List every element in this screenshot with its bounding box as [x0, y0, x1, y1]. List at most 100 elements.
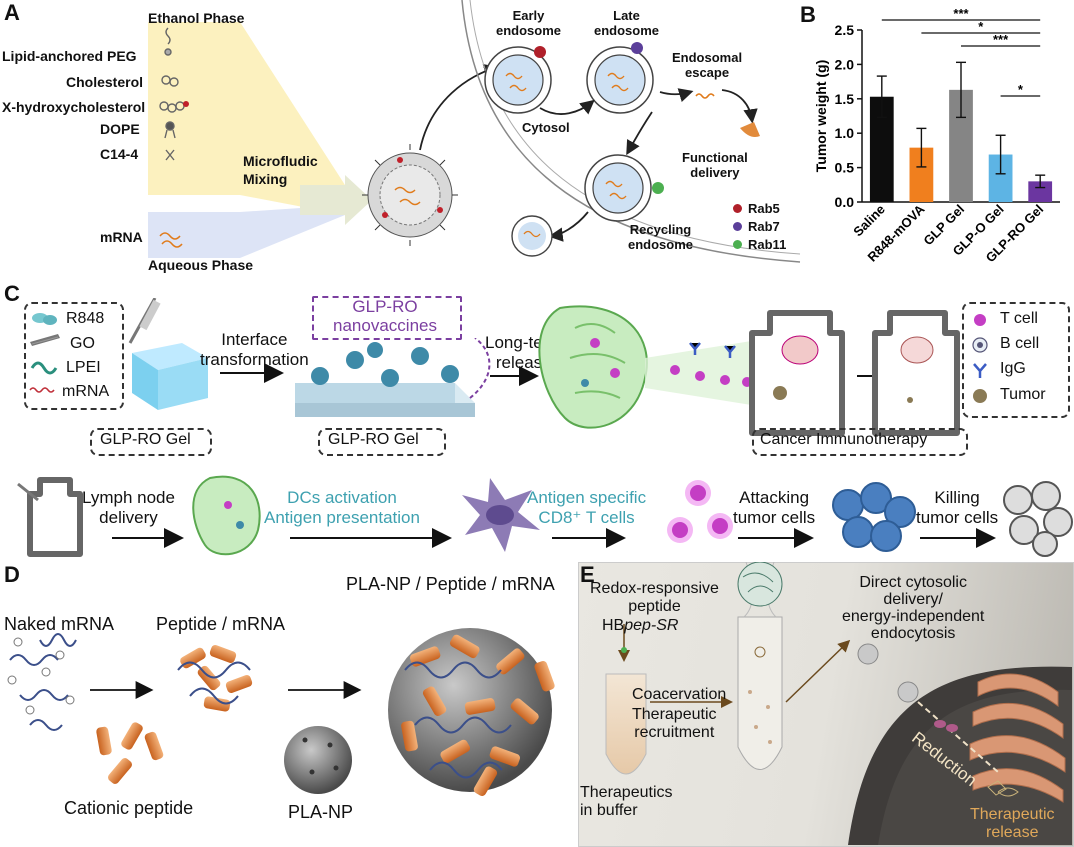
y-tick-label: 1.5 [835, 91, 855, 107]
gel-slab-art [295, 338, 491, 417]
x-tick-label: Saline [850, 202, 888, 240]
naked-mrna-label: Naked mRNA [4, 614, 115, 634]
pla-np-peptide-mrna-sphere [388, 628, 555, 797]
lymph-vessel [645, 338, 770, 408]
mixing-arrow [300, 175, 372, 225]
y-axis-label: Tumor weight (g) [813, 60, 829, 173]
component-mrna: mRNA [62, 383, 110, 400]
exocytosed-vesicle-icon [511, 215, 553, 257]
recycling-endosome-label: Recycling endosome [628, 222, 694, 252]
mouse-healthy-icon [872, 310, 960, 436]
mixing-label: Microfludic Mixing [243, 153, 318, 187]
bar-saline [869, 96, 894, 202]
endosomal-escape-label: Endosomal escape [672, 50, 743, 80]
gel-label-box-2 [318, 428, 446, 456]
significance-label: * [978, 19, 984, 34]
peptide-mrna-label: Peptide / mRNA [156, 614, 286, 634]
rab5-dot [733, 204, 742, 213]
rab11-dot [733, 240, 742, 249]
mrna-small-icon [29, 387, 55, 393]
lipid-label-c14: C14-4 [100, 146, 139, 162]
reduction-path [917, 701, 999, 773]
mouse-sick-icon [749, 310, 845, 436]
mrna-icon [159, 232, 183, 248]
cytosol-label: Cytosol [522, 120, 570, 135]
naked-mrna-strands [9, 633, 77, 731]
nanoparticle-cluster-icon [737, 562, 783, 607]
panel-c-label: C [4, 281, 20, 306]
lipid-label-cholesterol: Cholesterol [66, 74, 144, 90]
r848-icon [32, 313, 57, 325]
y-tick-label: 2.5 [835, 22, 855, 38]
legend-b-cell: B cell [1000, 335, 1040, 352]
component-icons [29, 313, 60, 393]
bar-r848-mova [909, 147, 934, 202]
cancer-immunotherapy-box [752, 428, 968, 456]
flow-lymph-node-delivery: Lymph node delivery [82, 488, 175, 527]
escaped-mrna-icon [695, 93, 715, 99]
direct-delivery-label: Direct cytosolic delivery/ energy-indepe… [842, 574, 985, 642]
flow-dc-activation: DCs activation Antigen presentation [264, 488, 420, 527]
gel-label-2: GLP-RO Gel [328, 431, 419, 448]
hbpep-label: HBpep-SR [602, 617, 679, 634]
rab7-dot [733, 222, 742, 231]
interface-transformation-label: Interface transformation [200, 330, 309, 369]
tumor-cells-blue-icon [832, 482, 916, 552]
cell-legend-icons [972, 314, 988, 403]
components-box [24, 302, 124, 410]
pla-np-label: PLA-NP [288, 802, 354, 822]
b-cell-icon [972, 337, 988, 353]
ethanol-funnel [148, 22, 345, 215]
mrna-label: mRNA [100, 229, 143, 245]
lymph-node-art [490, 305, 960, 436]
panel-d-art [7, 628, 555, 797]
cd8-t-cell-icon [667, 480, 733, 543]
pla-np-sphere [284, 726, 352, 794]
y-tick-label: 1.0 [835, 125, 855, 141]
peg-icon [165, 27, 171, 45]
legend-tumor: Tumor [1000, 386, 1046, 403]
panel-a-label: A [4, 0, 20, 25]
therapeutic-release-label: Therapeutic release [970, 806, 1055, 841]
panel-e-label: E [580, 562, 595, 587]
cancer-immunotherapy-label: Cancer Immunotherapy [760, 431, 928, 448]
igg-icon [973, 363, 987, 378]
panel-a-art [148, 0, 801, 263]
flow-attacking: Attacking tumor cells [733, 488, 816, 527]
gel-label-1: GLP-RO Gel [100, 431, 191, 448]
redox-peptide-label: Redox-responsive peptide [590, 580, 719, 615]
protein-icon [740, 122, 760, 137]
bar-glp-gel [949, 89, 973, 202]
legend-rab5: Rab5 [733, 200, 786, 218]
tumor-icon [973, 389, 987, 403]
cell-legend-box [962, 302, 1070, 418]
lymph-node-icon [538, 305, 648, 429]
functional-delivery-label: Functional delivery [682, 150, 748, 180]
golgi-icon [969, 673, 1066, 803]
component-go: GO [70, 335, 95, 352]
significance-label: *** [953, 6, 969, 21]
late-endosome-label: Late endosome [594, 8, 660, 38]
therapeutics-buffer-label: Therapeutics in buffer [580, 784, 673, 819]
lipid-label-hydroxychol: X-hydroxycholesterol [2, 99, 146, 115]
aqueous-phase-label: Aqueous Phase [148, 257, 254, 273]
gel-label-box-1 [90, 428, 212, 456]
lnp-particle [362, 144, 458, 246]
y-tick-label: 2.0 [835, 56, 855, 72]
dendritic-cell-icon [462, 478, 540, 552]
negative-charges [7, 637, 75, 715]
early-endosome-icon [484, 46, 552, 114]
legend-rab11: Rab11 [733, 236, 786, 254]
rab-legend: Rab5 Rab7 Rab11 [733, 200, 786, 254]
particle-1-icon [857, 643, 879, 665]
immune-flow-art [17, 475, 1073, 557]
cell-membrane-inner [469, 0, 801, 255]
dope-icon [165, 121, 175, 131]
tube-1-icon [605, 624, 647, 775]
nanovaccines-label: GLP-RO nanovaccines [333, 297, 437, 335]
complex-label: PLA-NP / Peptide / mRNA [346, 574, 555, 594]
component-r848: R848 [66, 310, 105, 327]
flow-killing: Killing tumor cells [916, 488, 999, 527]
lymph-node-small-icon [192, 475, 261, 556]
